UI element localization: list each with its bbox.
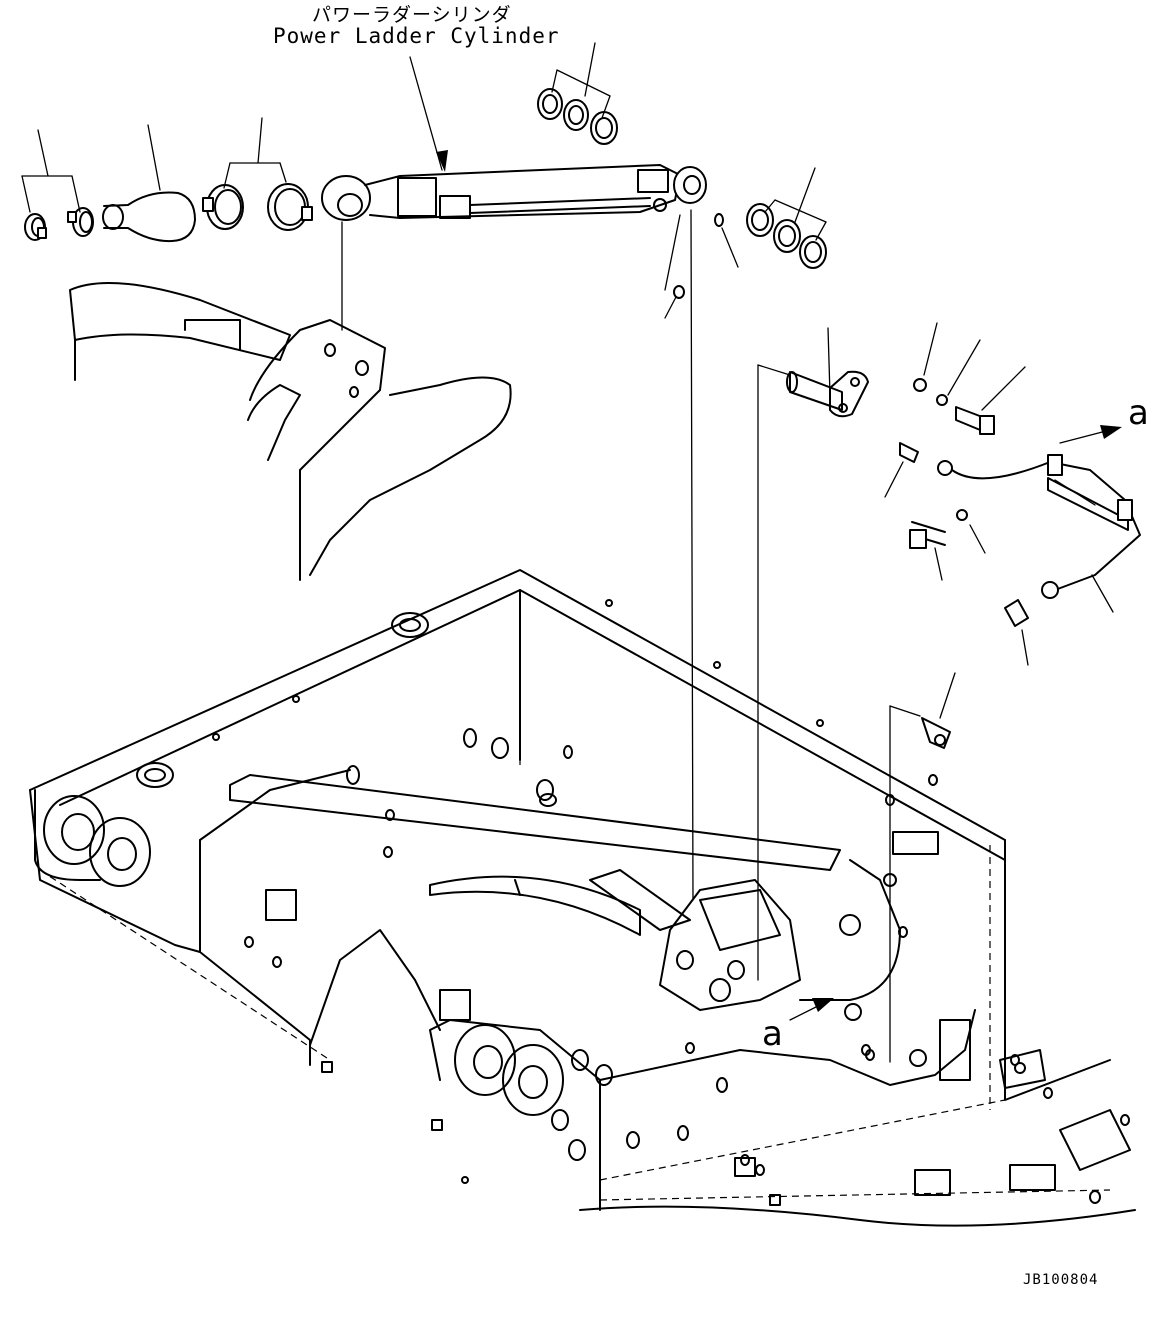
reference-mark-right: a — [1128, 393, 1149, 433]
title-japanese: パワーラダーシリンダ — [312, 4, 512, 26]
main-frame — [29, 569, 1136, 1227]
leader-lines — [21, 42, 1122, 1063]
title-english: Power Ladder Cylinder — [273, 24, 560, 48]
boot — [102, 191, 196, 243]
frame-holes — [136, 599, 1130, 1206]
reference-mark-bottom: a — [762, 1014, 783, 1054]
drawing-number: JB100804 — [1023, 1272, 1099, 1288]
pin-and-bolts — [786, 370, 995, 549]
ladder-cylinder — [321, 164, 707, 221]
band-clamps — [202, 183, 313, 231]
washers-left — [537, 88, 618, 145]
grease-pipe — [921, 454, 1141, 749]
hose-clamps — [24, 207, 94, 241]
cross-member — [229, 774, 841, 936]
ladder-bracket — [69, 281, 512, 581]
ladder-mount — [659, 859, 927, 1067]
washers-right — [673, 203, 827, 299]
